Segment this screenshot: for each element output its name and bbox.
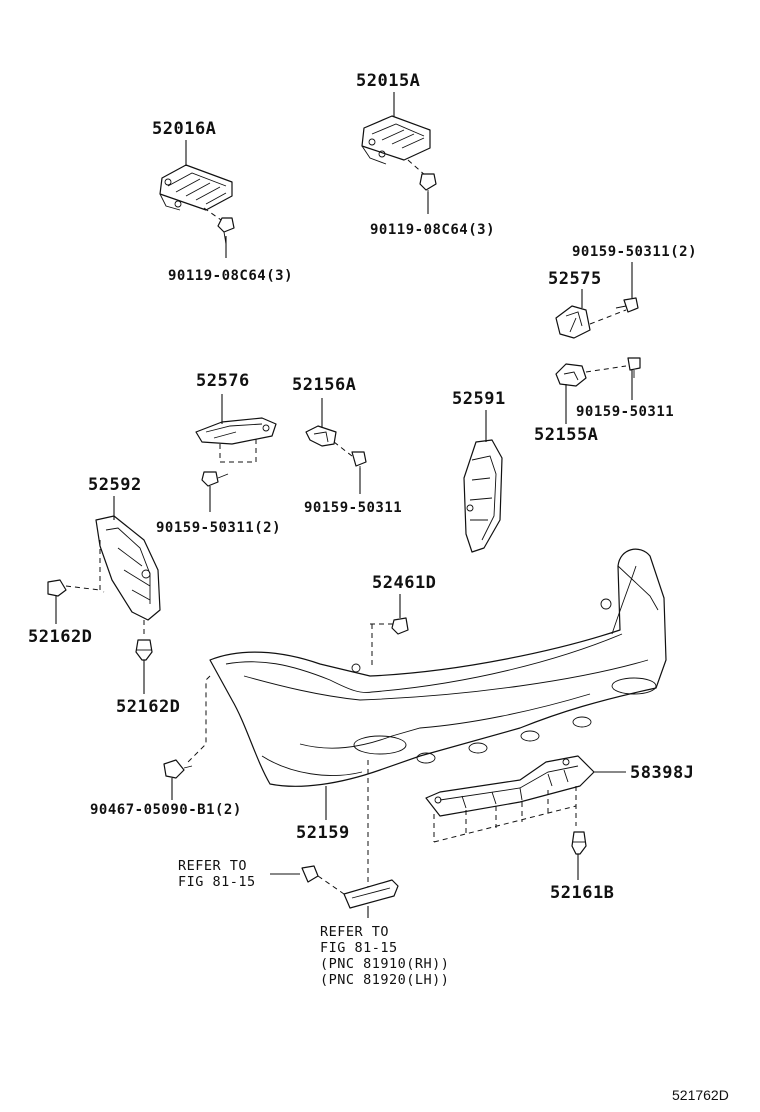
dashed-guide xyxy=(333,441,353,457)
screw-refer[interactable] xyxy=(301,865,319,883)
label-52161B: 52161B xyxy=(550,883,614,903)
bolt-90119-left[interactable] xyxy=(217,217,235,245)
label-90159-right: 90159-50311 xyxy=(576,404,674,420)
bolt-90159-mid-left[interactable] xyxy=(201,471,229,487)
refer-label-2-line3: (PNC 81910(RH)) xyxy=(320,956,449,972)
dashed-guide xyxy=(407,159,427,177)
dashed-guides-undercover xyxy=(433,786,577,843)
reflector[interactable] xyxy=(343,879,399,909)
label-52155A: 52155A xyxy=(534,425,598,445)
undercover-58398J[interactable] xyxy=(425,755,595,817)
bolt-90159-mid[interactable] xyxy=(351,451,367,474)
clip-52162D-left[interactable] xyxy=(47,579,67,597)
label-52461D: 52461D xyxy=(372,573,436,593)
clip-52461D[interactable] xyxy=(391,617,409,635)
label-52591: 52591 xyxy=(452,389,506,409)
label-90159-top: 90159-50311(2) xyxy=(572,244,697,260)
label-90159-mid-left: 90159-50311(2) xyxy=(156,520,281,536)
bracket-52155A[interactable] xyxy=(555,363,587,387)
refer-label-2-line4: (PNC 81920(LH)) xyxy=(320,972,449,988)
refer-label-1-line2: FIG 81-15 xyxy=(178,874,256,890)
retainer-52015A[interactable] xyxy=(361,115,431,165)
side-support-52592[interactable] xyxy=(95,515,161,621)
label-90467: 90467-05090-B1(2) xyxy=(90,802,242,818)
bumper-cover-52159[interactable] xyxy=(209,548,667,787)
refer-label-2-line1: REFER TO xyxy=(320,924,389,940)
clip-52161B[interactable] xyxy=(571,831,587,855)
label-58398J: 58398J xyxy=(630,763,694,783)
label-52156A: 52156A xyxy=(292,375,356,395)
label-52575: 52575 xyxy=(548,269,602,289)
dashed-guide xyxy=(219,436,257,463)
dashed-guide xyxy=(317,875,345,895)
bracket-52575[interactable] xyxy=(555,305,591,339)
bolt-90159-right[interactable] xyxy=(627,357,641,378)
label-52162D-bottom: 52162D xyxy=(116,697,180,717)
bolt-90159-top[interactable] xyxy=(615,297,639,313)
label-52576: 52576 xyxy=(196,371,250,391)
clip-52162D-bottom[interactable] xyxy=(135,639,153,661)
label-52016A: 52016A xyxy=(152,119,216,139)
label-52162D-left: 52162D xyxy=(28,627,92,647)
label-52015A: 52015A xyxy=(356,71,420,91)
label-90119-left: 90119-08C64(3) xyxy=(168,268,293,284)
dashed-guide xyxy=(589,309,627,325)
bracket-52156A[interactable] xyxy=(305,425,337,447)
diagram-code: 521762D xyxy=(672,1087,729,1103)
label-52159: 52159 xyxy=(296,823,350,843)
bracket-52576[interactable] xyxy=(195,417,277,445)
screw-90467[interactable] xyxy=(163,759,193,779)
label-90159-mid: 90159-50311 xyxy=(304,500,402,516)
refer-label-1-line1: REFER TO xyxy=(178,858,247,874)
dashed-guide xyxy=(585,365,627,373)
dashed-guide xyxy=(185,675,211,765)
retainer-52016A[interactable] xyxy=(159,164,233,211)
side-support-52591[interactable] xyxy=(463,439,503,553)
label-90119-center: 90119-08C64(3) xyxy=(370,222,495,238)
dashed-guide xyxy=(65,540,105,593)
refer-label-2-line2: FIG 81-15 xyxy=(320,940,398,956)
label-52592: 52592 xyxy=(88,475,142,495)
